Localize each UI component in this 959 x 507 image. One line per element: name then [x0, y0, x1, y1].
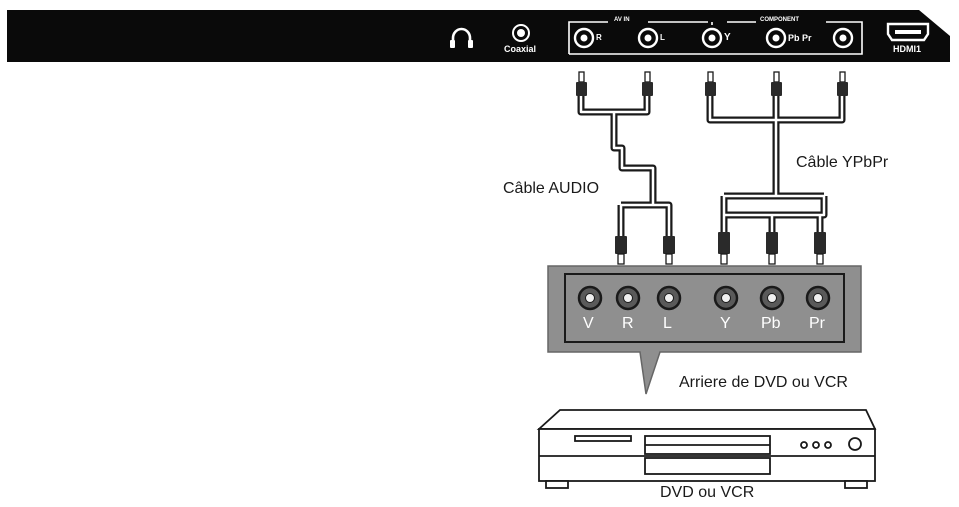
- ypbpr-bottom-plug-pb: [766, 232, 778, 265]
- tv-jack-pb: [765, 27, 787, 49]
- tv-jack-av-l: [637, 27, 659, 49]
- component-label: COMPONENT: [760, 17, 799, 23]
- ypbpr-top-plug-pr: [837, 71, 848, 96]
- coaxial-label: Coaxial: [504, 44, 537, 54]
- device-jack-label-pr: Pr: [809, 315, 825, 332]
- input-group-box: [568, 21, 863, 55]
- audio-top-plug-right: [642, 71, 653, 96]
- device-jack-r: [615, 285, 641, 311]
- hdmi-port-icon: [886, 22, 930, 42]
- device-jack-label-pb: Pb: [761, 315, 781, 332]
- ypbpr-bottom-plug-y: [718, 232, 730, 265]
- ypbpr-top-plug-pb: [771, 71, 782, 96]
- pbpr-label: Pb Pr: [788, 33, 812, 43]
- dvd-vcr-player: [536, 409, 877, 489]
- device-jack-label-r: R: [622, 315, 634, 332]
- hdmi-label: HDMI1: [893, 44, 922, 54]
- tv-back-panel: [7, 10, 950, 62]
- coaxial-jack: [512, 24, 530, 42]
- audio-bottom-plug-r: [615, 236, 627, 265]
- av-r-label: R: [596, 33, 602, 42]
- tv-jack-y: [701, 27, 723, 49]
- audio-top-plug-left: [576, 71, 587, 96]
- audio-cable-label: Câble AUDIO: [503, 180, 600, 197]
- device-jack-label-v: V: [583, 315, 594, 332]
- device-jack-pr: [805, 285, 831, 311]
- headphone-icon: [450, 27, 473, 48]
- device-jack-y: [713, 285, 739, 311]
- device-jack-l: [656, 285, 682, 311]
- ypbpr-cable-label: Câble YPbPr: [796, 154, 889, 171]
- device-jack-label-y: Y: [720, 315, 731, 332]
- device-jack-v: [577, 285, 603, 311]
- ypbpr-top-plug-y: [705, 71, 716, 96]
- device-label: DVD ou VCR: [660, 484, 755, 501]
- audio-cable: [576, 71, 675, 265]
- device-jack-label-l: L: [663, 315, 672, 332]
- av-in-label: AV IN: [614, 17, 630, 23]
- ypbpr-cable: [705, 71, 848, 265]
- tv-jack-av-r: [573, 27, 595, 49]
- ypbpr-bottom-plug-pr: [814, 232, 826, 265]
- device-rear-caption: Arriere de DVD ou VCR: [679, 374, 848, 391]
- audio-bottom-plug-l: [663, 236, 675, 265]
- y-label: Y: [724, 32, 731, 43]
- av-l-label: L: [660, 33, 665, 42]
- tv-jack-pr: [832, 27, 854, 49]
- device-jack-pb: [759, 285, 785, 311]
